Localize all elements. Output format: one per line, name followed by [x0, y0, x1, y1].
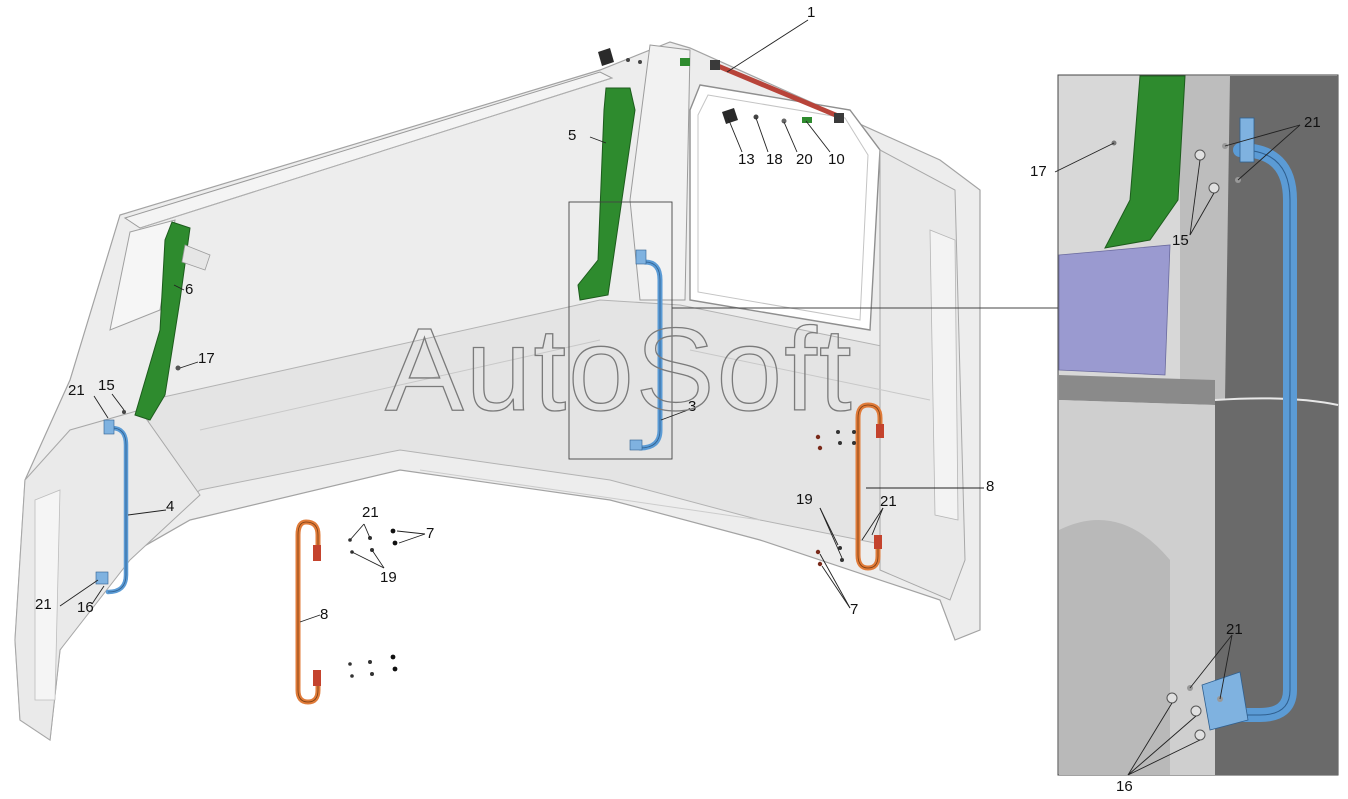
callout-21-right: 21 [880, 493, 897, 510]
grab-handle-3-outline [639, 261, 661, 449]
bracket-top-green [680, 58, 690, 66]
trim-panel-6-tab [181, 244, 211, 271]
roof-rail-edge [139, 77, 613, 229]
floor-rib-2 [689, 349, 931, 401]
detail-inset [1057, 74, 1339, 776]
grab-handle-4-outline [107, 427, 127, 593]
grab-handle-3-plate-top [635, 249, 647, 265]
step-handle-8-right-cap-top [876, 424, 884, 438]
callout-labels: 1 5 13 18 20 10 6 17 21 15 3 4 21 16 21 … [35, 4, 1321, 795]
grab-handle-4-plate-bottom [95, 571, 109, 585]
step-handle-8-left-cap-top [313, 545, 321, 561]
screw-top-b [638, 60, 642, 64]
callout-17-left: 17 [198, 350, 215, 367]
step-handle-8-right-outline [857, 404, 881, 569]
roof-handle-1-bracket-left [710, 60, 720, 70]
callout-3: 3 [688, 398, 696, 415]
grab-handle-3-plate-bottom [629, 439, 643, 451]
plug-top [598, 48, 614, 66]
plug-13 [722, 108, 738, 124]
left-window-frame [109, 219, 176, 331]
right-side-trim [929, 229, 959, 521]
inset-dark-wall [1215, 76, 1338, 775]
inset-purple-panel [1058, 244, 1171, 376]
cab-body [14, 41, 981, 742]
callout-18: 18 [766, 151, 783, 168]
inset-green-panel [1104, 75, 1186, 249]
inset-ledge [1059, 375, 1215, 405]
callout-21-inset-bottom: 21 [1226, 621, 1243, 638]
step-handle-8-left-cap-bottom [313, 670, 321, 686]
bracket-10 [802, 117, 812, 123]
callout-6: 6 [185, 281, 193, 298]
callout-7-right: 7 [850, 601, 858, 618]
callout-21-left-bottom: 21 [35, 596, 52, 613]
callout-19-middle: 19 [380, 569, 397, 586]
screw-18 [753, 114, 759, 120]
inset-light-wall [1180, 76, 1230, 400]
step-handle-8-right-cap-bottom [874, 535, 882, 549]
callout-21-left-top: 21 [68, 382, 85, 399]
callout-21-middle: 21 [362, 504, 379, 521]
grab-handle-4-plate-top [103, 419, 115, 435]
inset-floor-shadow [1059, 520, 1170, 775]
inset-plate-bottom [1201, 671, 1249, 731]
callout-13: 13 [738, 151, 755, 168]
floor-rib-3 [419, 469, 761, 521]
callout-16-left: 16 [77, 599, 94, 616]
inset-bolts [1111, 140, 1241, 741]
watermark-text: AutoSoft [385, 304, 854, 436]
trim-panel-5 [577, 87, 636, 301]
bolt-17-left [175, 365, 181, 371]
callout-4: 4 [166, 498, 174, 515]
leader-lines [59, 19, 1301, 776]
callout-17-inset: 17 [1030, 163, 1047, 180]
callout-1: 1 [807, 4, 815, 21]
inset-grab-handle-outline [1230, 149, 1291, 716]
callout-7-middle: 7 [426, 525, 434, 542]
callout-19-right: 19 [796, 491, 813, 508]
roof-handle-1 [715, 63, 841, 119]
roof-handle-1-bracket-right [834, 113, 844, 123]
callout-8-right: 8 [986, 478, 994, 495]
detail-region-box [568, 201, 673, 460]
screw-top-a [626, 58, 630, 62]
floor-rib-1 [199, 339, 601, 431]
rear-window [689, 84, 881, 331]
rear-window-inner [697, 94, 869, 321]
callout-16-inset: 16 [1116, 778, 1133, 795]
callout-5: 5 [568, 127, 576, 144]
bolt-15-left [122, 410, 126, 414]
washer-20 [781, 118, 787, 124]
callout-20: 20 [796, 151, 813, 168]
callout-8-left: 8 [320, 606, 328, 623]
callout-15-left: 15 [98, 377, 115, 394]
left-door-trim [34, 489, 61, 701]
callout-15-inset: 15 [1172, 232, 1189, 249]
callout-21-inset-top: 21 [1304, 114, 1321, 131]
callout-10: 10 [828, 151, 845, 168]
step-handle-8-left-outline [297, 521, 319, 703]
fasteners-right-group [815, 430, 856, 567]
